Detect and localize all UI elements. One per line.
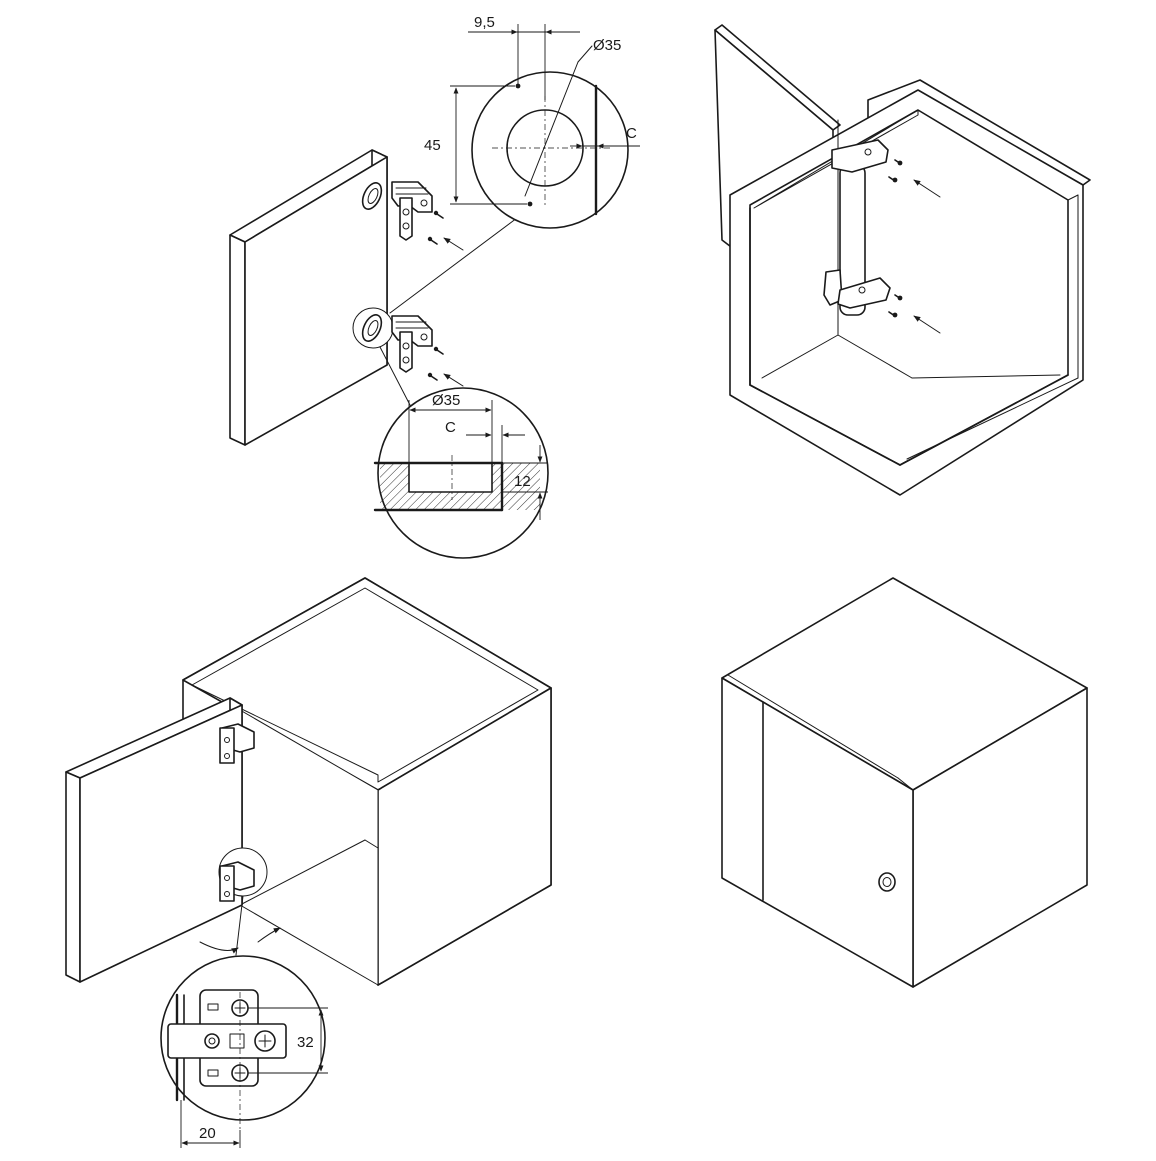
- dim-setback: 20: [199, 1125, 216, 1142]
- section-detail-dimensions: Ø35 C 12: [408, 392, 548, 520]
- section-detail-circle: [373, 387, 549, 559]
- plate-pivot: [204, 1033, 220, 1049]
- leader-to-plate-detail: [235, 895, 244, 956]
- face-detail-dimensions: 9,5 Ø35 45 C: [424, 14, 640, 205]
- leader-to-section-detail: [379, 346, 411, 406]
- dim-hole-diameter-section: Ø35: [432, 392, 460, 409]
- lower-screws: [427, 346, 464, 387]
- swing-arrow-right: [257, 927, 281, 943]
- door-knob: [878, 872, 896, 892]
- upper-hinge: [361, 181, 433, 241]
- plate-detail-dimensions: 32 20: [180, 1007, 328, 1148]
- dim-edge-distance-face: C: [626, 125, 637, 142]
- dim-hole-diameter-face: Ø35: [593, 37, 621, 54]
- cabinet-hinges: [823, 139, 891, 316]
- plate-square-cutout: [229, 1033, 245, 1049]
- open-cabinet-box: [182, 577, 552, 986]
- dim-offset-top: 9,5: [474, 14, 495, 31]
- pilot-hole-upper: [515, 83, 521, 89]
- door-panel: [229, 149, 388, 446]
- cabinet-box: [729, 89, 1084, 496]
- plate-detail-circle: [160, 955, 326, 1130]
- hinge-arm: [167, 1023, 287, 1059]
- upper-screws: [427, 210, 464, 251]
- open-door-hinges: [218, 723, 268, 902]
- pilot-hole-lower: [527, 201, 533, 207]
- cabinet-screws: [888, 159, 941, 334]
- leader-to-face-detail: [389, 211, 526, 314]
- panel-door-drilling: 9,5 Ø35 45 C Ø35: [229, 14, 640, 559]
- swing-arrow-left: [199, 941, 239, 954]
- dim-spacing: 45: [424, 137, 441, 154]
- face-detail-circle: [471, 45, 629, 229]
- dim-cup-depth: 12: [514, 473, 531, 490]
- open-door: [65, 697, 243, 983]
- panel-cabinet-door-open: 32 20: [65, 577, 552, 1148]
- lower-hinge: [352, 307, 433, 373]
- panel-cabinet-closed: [721, 577, 1088, 988]
- dim-plate-spacing: 32: [297, 1034, 314, 1051]
- panel-cabinet-interior: [714, 24, 1091, 496]
- dim-edge-distance-section: C: [445, 419, 456, 436]
